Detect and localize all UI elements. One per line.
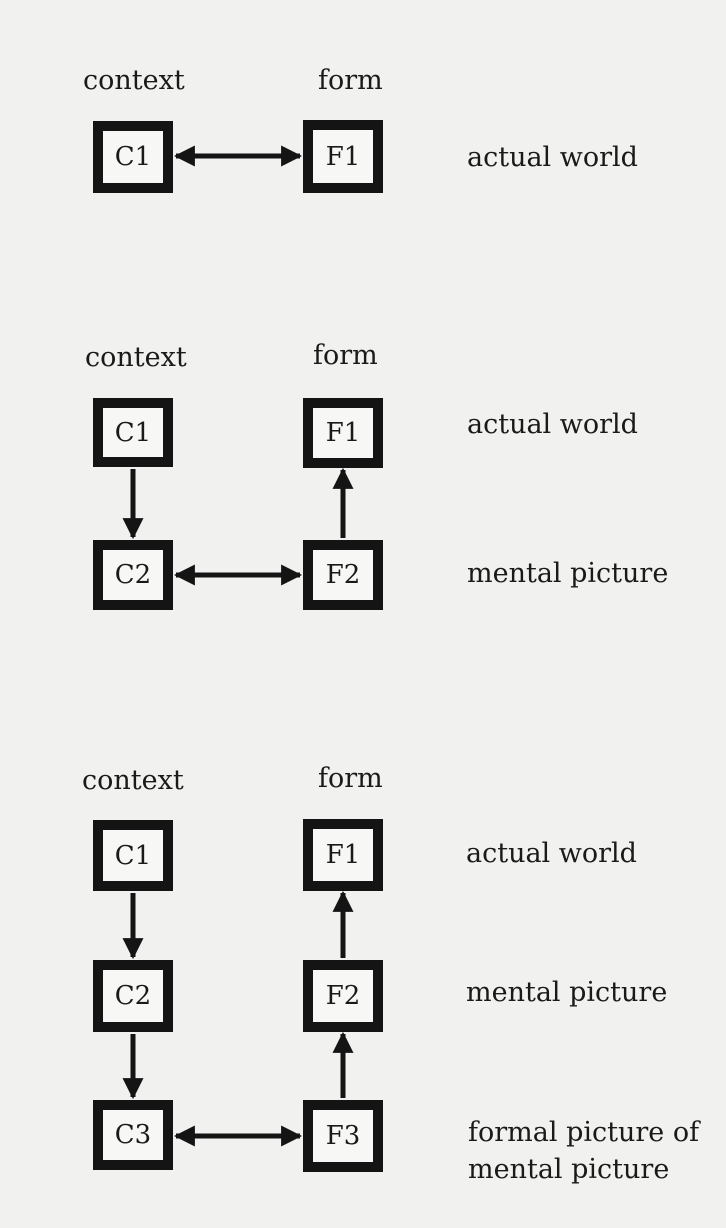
form-box-f1: F1 — [303, 819, 383, 891]
form-header: form — [318, 65, 383, 96]
row-label-actual-world: actual world — [467, 142, 638, 173]
context-box-c1: C1 — [93, 398, 173, 467]
form-header: form — [313, 340, 378, 371]
form-header: form — [318, 763, 383, 794]
row-label-actual-world: actual world — [467, 409, 638, 440]
form-box-f2: F2 — [303, 960, 383, 1032]
form-box-f3: F3 — [303, 1100, 383, 1172]
context-header: context — [83, 65, 185, 96]
form-box-f1: F1 — [303, 120, 383, 193]
form-box-f1: F1 — [303, 398, 383, 468]
row-label-actual-world: actual world — [466, 838, 637, 869]
row-label-mental-picture: mental picture — [467, 558, 669, 589]
context-header: context — [82, 765, 184, 796]
context-box-c1: C1 — [93, 121, 173, 193]
context-box-c3: C3 — [93, 1100, 173, 1170]
context-box-c2: C2 — [93, 540, 173, 610]
row-label-formal-picture: formal picture of mental picture — [468, 1117, 700, 1185]
context-box-c1: C1 — [93, 820, 173, 891]
context-header: context — [85, 342, 187, 373]
row-label-mental-picture: mental picture — [466, 977, 668, 1008]
form-box-f2: F2 — [303, 540, 383, 610]
context-box-c2: C2 — [93, 960, 173, 1032]
